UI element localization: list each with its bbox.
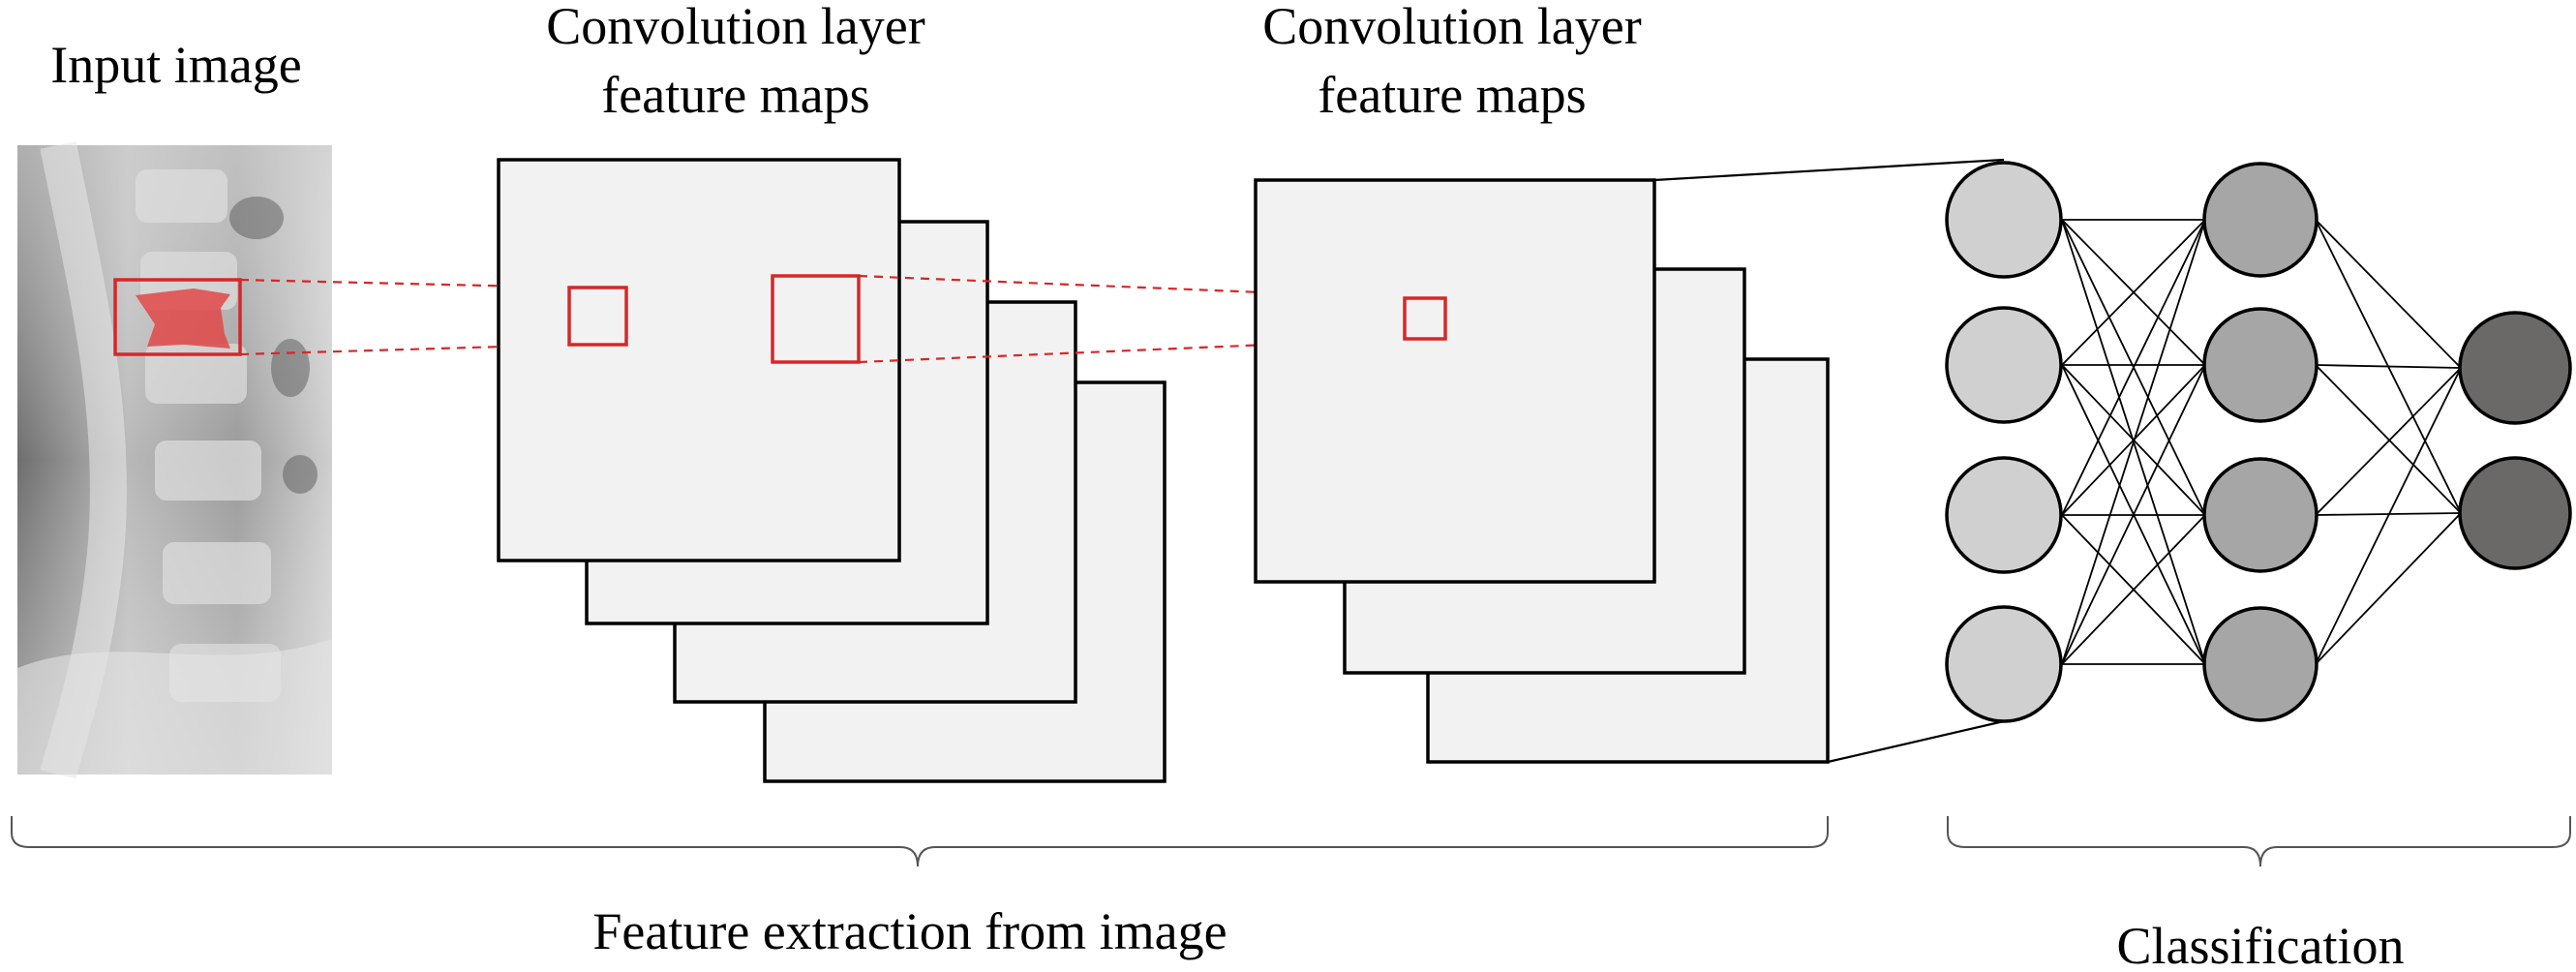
feature-map (1254, 178, 1656, 584)
roi-highlight-box (113, 278, 242, 356)
classification-brace (1947, 816, 2571, 867)
output-layer-nodes (2458, 311, 2572, 570)
conv-layer-2-title-line1: Convolution layer (1262, 0, 1641, 55)
feature-map (497, 158, 901, 562)
hidden-node (2202, 162, 2318, 278)
hidden-node (2202, 307, 2318, 423)
feature-extraction-label: Feature extraction from image (592, 902, 1227, 960)
conv-layer-1-feature-maps (497, 158, 1167, 783)
input-image-label: Input image (50, 36, 301, 94)
feature-extraction-brace (11, 816, 1829, 867)
receptive-field-box (771, 274, 861, 364)
kernel-box-layer1 (567, 286, 628, 347)
input-xray-image (17, 141, 332, 779)
classification-label: Classification (2117, 917, 2405, 972)
network-edges (2061, 219, 2462, 665)
hidden-node (2202, 606, 2318, 722)
input-node (1945, 161, 2063, 279)
input-layer-nodes (1945, 161, 2063, 723)
kernel-box-layer2 (1403, 296, 1447, 341)
input-node (1945, 605, 2063, 723)
roi-segmentation-mask (136, 289, 230, 349)
output-node (2458, 456, 2572, 570)
conv-layer-2-title-line2: feature maps (1318, 66, 1586, 124)
output-node (2458, 311, 2572, 425)
input-node (1945, 456, 2063, 574)
hidden-node (2202, 457, 2318, 573)
conv-layer-2-feature-maps (1254, 178, 1830, 764)
input-node (1945, 306, 2063, 424)
conv-layer-1-title-line1: Convolution layer (546, 0, 924, 55)
fully-connected-network (1945, 161, 2572, 723)
hidden-layer-nodes (2202, 162, 2318, 722)
conv-layer-1-title-line2: feature maps (601, 66, 869, 124)
